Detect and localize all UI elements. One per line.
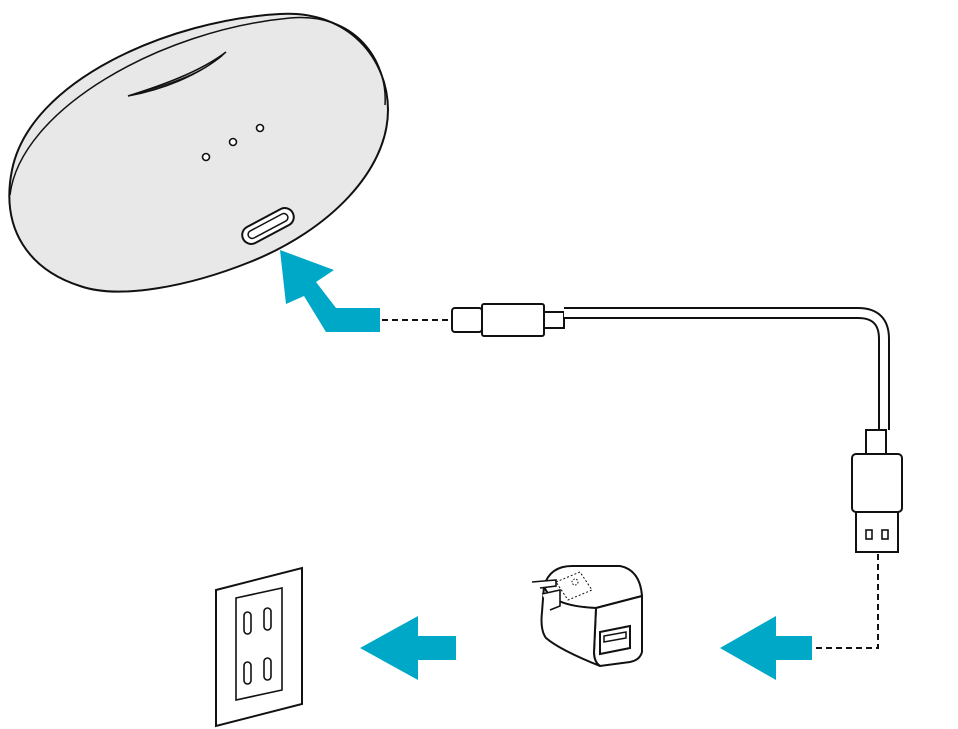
usb-ac-adapter-icon [531,565,644,668]
adapter-usb-port [599,624,631,656]
led-indicator-left [201,152,211,162]
usb-a-plug-tip [855,511,899,553]
usb-c-strain-relief [543,311,565,329]
adapter-prong-upper [531,579,557,589]
arrow-into-adapter-icon [720,616,812,680]
arrow-into-case-icon [280,250,380,332]
usb-a-strain-relief [865,429,887,455]
usb-a-plug-housing [851,453,903,513]
case-lid-notch-inner [133,55,223,95]
led-indicator-center [228,137,238,147]
usb-a-contact-left [865,529,873,540]
adapter-prong-slot [555,571,593,601]
usb-c-port-icon [241,207,295,245]
outlet-slot-upper-right [263,607,272,631]
outlet-inner-face [235,587,283,701]
cable-outer [564,307,890,430]
outlet-slot-lower-right [263,657,272,681]
case-lid-seam [9,16,386,196]
cable-inner [564,309,888,430]
adapter-prong-lower [541,589,561,611]
case-body [8,12,390,293]
usb-c-plug-tip [451,307,483,333]
usb-c-plug-housing [481,303,545,337]
case-lid-notch [127,51,227,97]
arrow-into-outlet-icon [360,616,456,680]
outlet-slot-lower-left [243,661,252,685]
usb-a-contact-right [881,529,889,540]
wall-outlet-icon [215,566,303,728]
outlet-slot-upper-left [243,611,252,635]
earbud-charging-case-icon [8,12,390,293]
usb-c-to-usb-a-cable-icon [382,303,903,649]
adapter-prong-hinge [571,578,579,586]
dashed-link-adapter [812,554,879,649]
led-indicator-right [255,123,265,133]
